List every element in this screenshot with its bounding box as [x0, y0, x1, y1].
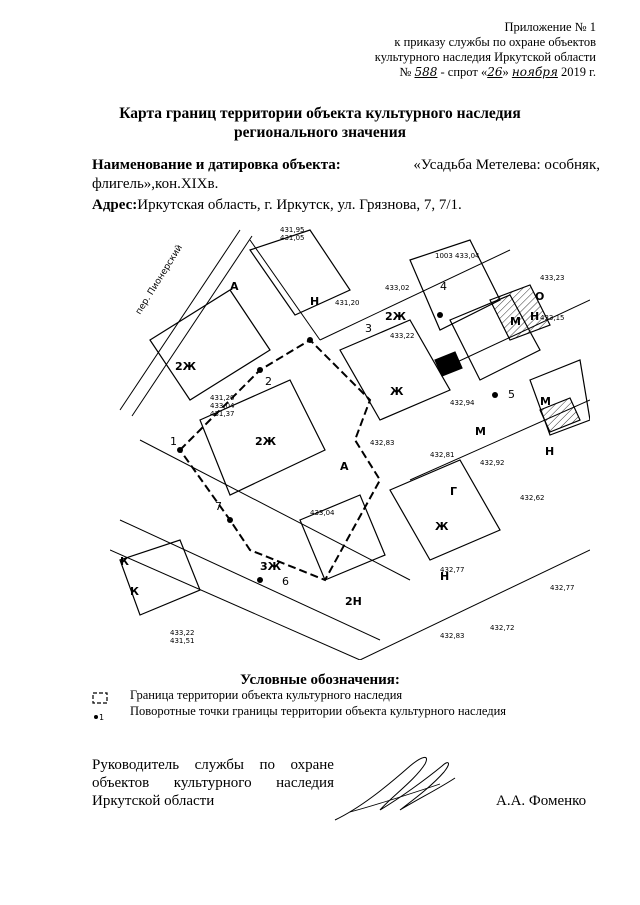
- elevation-label: 433,15: [540, 314, 565, 322]
- buildings: [119, 229, 590, 616]
- elevation-label: 431,20: [210, 394, 235, 402]
- boundary-map: 1 2 3 4 5 6 7 2Ж 2Ж 2Ж Ж Ж Н Н Н А А К К…: [110, 220, 590, 660]
- building-label: 2Ж: [175, 360, 197, 373]
- appendix-number: Приложение № 1: [504, 20, 596, 34]
- elevation-label: 432,92: [480, 459, 505, 467]
- elevation-label: 431,20: [335, 299, 360, 307]
- elevation-label: 432,81: [430, 451, 455, 459]
- building-label: 2Ж: [385, 310, 407, 323]
- elevation-label: 433,04: [455, 252, 480, 260]
- document-title: Карта границ территории объекта культурн…: [119, 105, 521, 141]
- turning-point-legend-icon: 1: [94, 713, 104, 722]
- legend-boundary-label: Граница территории объекта культурного н…: [130, 688, 403, 702]
- building-label: Н: [545, 445, 554, 458]
- elevation-label: 433,04: [310, 509, 335, 517]
- building-label: А: [230, 280, 239, 293]
- point-label: 5: [508, 388, 515, 401]
- turning-points: [177, 312, 498, 583]
- address-label: Адрес:: [92, 197, 138, 213]
- elevation-label: 433,04: [210, 402, 235, 410]
- object-name-label: Наименование и датировка объекта:: [92, 157, 341, 173]
- appendix-authority: культурного наследия Иркутской области: [374, 50, 596, 64]
- elevation-label: 432,62: [520, 494, 545, 502]
- elevation-label: 432,77: [440, 566, 465, 574]
- elevation-label: 432,83: [440, 632, 465, 640]
- street-lines: [110, 229, 590, 660]
- object-name-value-2: флигель»,кон.XIXв.: [92, 176, 219, 192]
- order-number-date: № 588 - спрот «26» ноября 2019 г.: [399, 65, 596, 79]
- elevation-label: 432,94: [450, 399, 475, 407]
- elevation-label: 433,23: [540, 274, 565, 282]
- object-name-value: «Усадьба Метелева: особняк,: [413, 157, 600, 173]
- heritage-boundary: [178, 338, 382, 582]
- elevation-label: 431,37: [210, 410, 235, 418]
- handwritten-signature: [334, 757, 456, 821]
- building-label: М: [510, 315, 521, 328]
- boundary-legend-icon: [92, 692, 108, 704]
- elevation-label: 1003: [435, 252, 453, 260]
- object-info: Наименование и датировка объекта: «Усадь…: [92, 156, 600, 215]
- point-label: 4: [440, 280, 447, 293]
- object-address: Адрес:Иркутская область, г. Иркутск, ул.…: [92, 196, 600, 215]
- building-label: Ж: [435, 520, 449, 533]
- elevation-label: 433,22: [170, 629, 195, 637]
- point-label: 7: [215, 500, 222, 513]
- building-label: К: [130, 585, 139, 598]
- elevation-label: 431,51: [170, 637, 195, 645]
- elevation-label: 433,02: [385, 284, 410, 292]
- order-month: ноября: [511, 65, 558, 79]
- building-label: 3Ж: [260, 560, 282, 573]
- building-label: Н: [530, 310, 539, 323]
- legend-turning-points-label: Поворотные точки границы территории объе…: [130, 704, 507, 718]
- elevation-label: 431,05: [280, 234, 305, 242]
- building-label: 2Н: [345, 595, 362, 608]
- building-label: Г: [450, 485, 457, 498]
- elevation-label: 432,83: [370, 439, 395, 447]
- signatory-title: Руководитель службы по охране объектов к…: [92, 757, 334, 809]
- appendix-header: Приложение № 1 к приказу службы по охран…: [375, 20, 596, 80]
- building-label: Н: [310, 295, 319, 308]
- building-label: К: [120, 555, 129, 568]
- turning-point-legend-number: 1: [99, 713, 104, 722]
- point-label: 3: [365, 322, 372, 335]
- signatory-name: А.А. Фоменко: [496, 793, 587, 809]
- address-value: Иркутская область, г. Иркутск, ул. Грязн…: [137, 197, 462, 213]
- building-label: А: [340, 460, 349, 473]
- legend-title: Условные обозначения:: [240, 672, 400, 688]
- building-label: 2Ж: [255, 435, 277, 448]
- elevation-label: 432,72: [490, 624, 515, 632]
- elevation-label: 431,95: [280, 226, 305, 234]
- point-label: 1: [170, 435, 177, 448]
- building-label: М: [475, 425, 486, 438]
- building-label: Н: [440, 570, 449, 583]
- order-day: 26: [487, 65, 503, 79]
- building-label: М: [540, 395, 551, 408]
- point-label: 6: [282, 575, 289, 588]
- elevation-label: 432,77: [550, 584, 575, 592]
- object-name-line1: Наименование и датировка объекта: «Усадь…: [92, 156, 600, 175]
- building-label: О: [535, 290, 544, 303]
- order-number: 588: [414, 65, 438, 79]
- point-label: 2: [265, 375, 272, 388]
- building-label: Ж: [390, 385, 404, 398]
- appendix-order-ref: к приказу службы по охране объектов: [394, 35, 596, 49]
- elevation-label: 433,22: [390, 332, 415, 340]
